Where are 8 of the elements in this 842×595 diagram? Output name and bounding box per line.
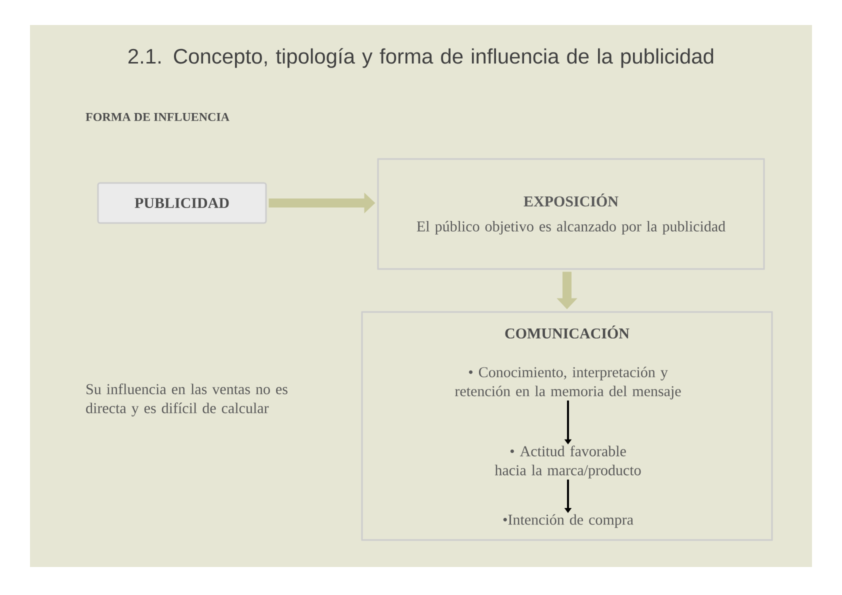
process-box: PUBLICIDAD xyxy=(97,182,267,224)
note-text: Su influencia en las ventas no es directa y es difícil de calcular xyxy=(86,384,288,416)
list-item: • Actitud favorable hacia la marca/producto xyxy=(494,446,641,478)
list-item: •Intención de compra xyxy=(503,514,634,528)
process-box: EXPOSICIÓN El público objetivo es alcanzado por la publicidad xyxy=(377,158,765,270)
slide-title: 2.1. Concepto, tipología y forma de influencia de la publicidad xyxy=(128,48,714,68)
list-item: • Conocimiento, interpretación y retención en la memoria del mensaje xyxy=(455,366,681,400)
section-heading: FORMA DE INFLUENCIA xyxy=(86,112,230,122)
